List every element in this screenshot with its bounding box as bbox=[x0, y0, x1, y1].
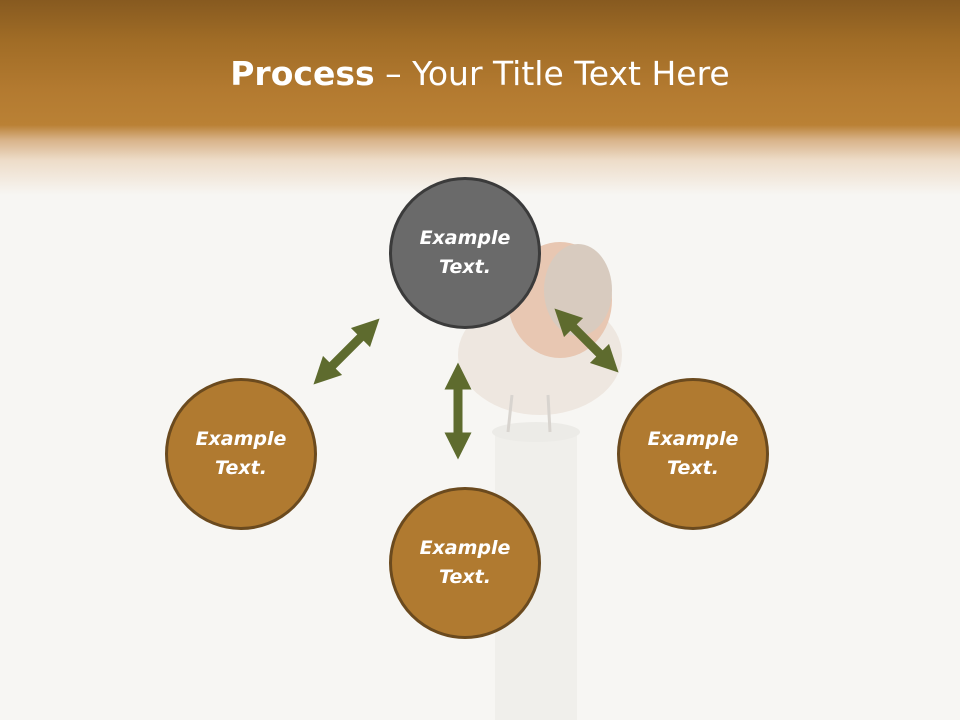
center-node-label: Example Text. bbox=[419, 227, 511, 278]
center-node[interactable]: Example Text. bbox=[389, 177, 541, 329]
header-band bbox=[0, 0, 960, 200]
bird-leg-shape bbox=[546, 394, 552, 433]
title-bold-text: Process bbox=[230, 54, 375, 93]
outer-node-bottom-label: Example Text. bbox=[419, 537, 511, 588]
outer-node-left-label: Example Text. bbox=[195, 428, 287, 479]
title-regular-text: – Your Title Text Here bbox=[374, 54, 730, 93]
outer-node-right-label: Example Text. bbox=[647, 428, 739, 479]
bird-leg-shape bbox=[506, 394, 514, 433]
outer-node-left[interactable]: Example Text. bbox=[165, 378, 317, 530]
slide-title: Process – Your Title Text Here bbox=[0, 52, 960, 96]
post-top-shape bbox=[492, 422, 580, 442]
double-arrow-top-left bbox=[313, 318, 380, 385]
outer-node-right[interactable]: Example Text. bbox=[617, 378, 769, 530]
double-arrow-top-right bbox=[554, 308, 619, 373]
outer-node-bottom[interactable]: Example Text. bbox=[389, 487, 541, 639]
